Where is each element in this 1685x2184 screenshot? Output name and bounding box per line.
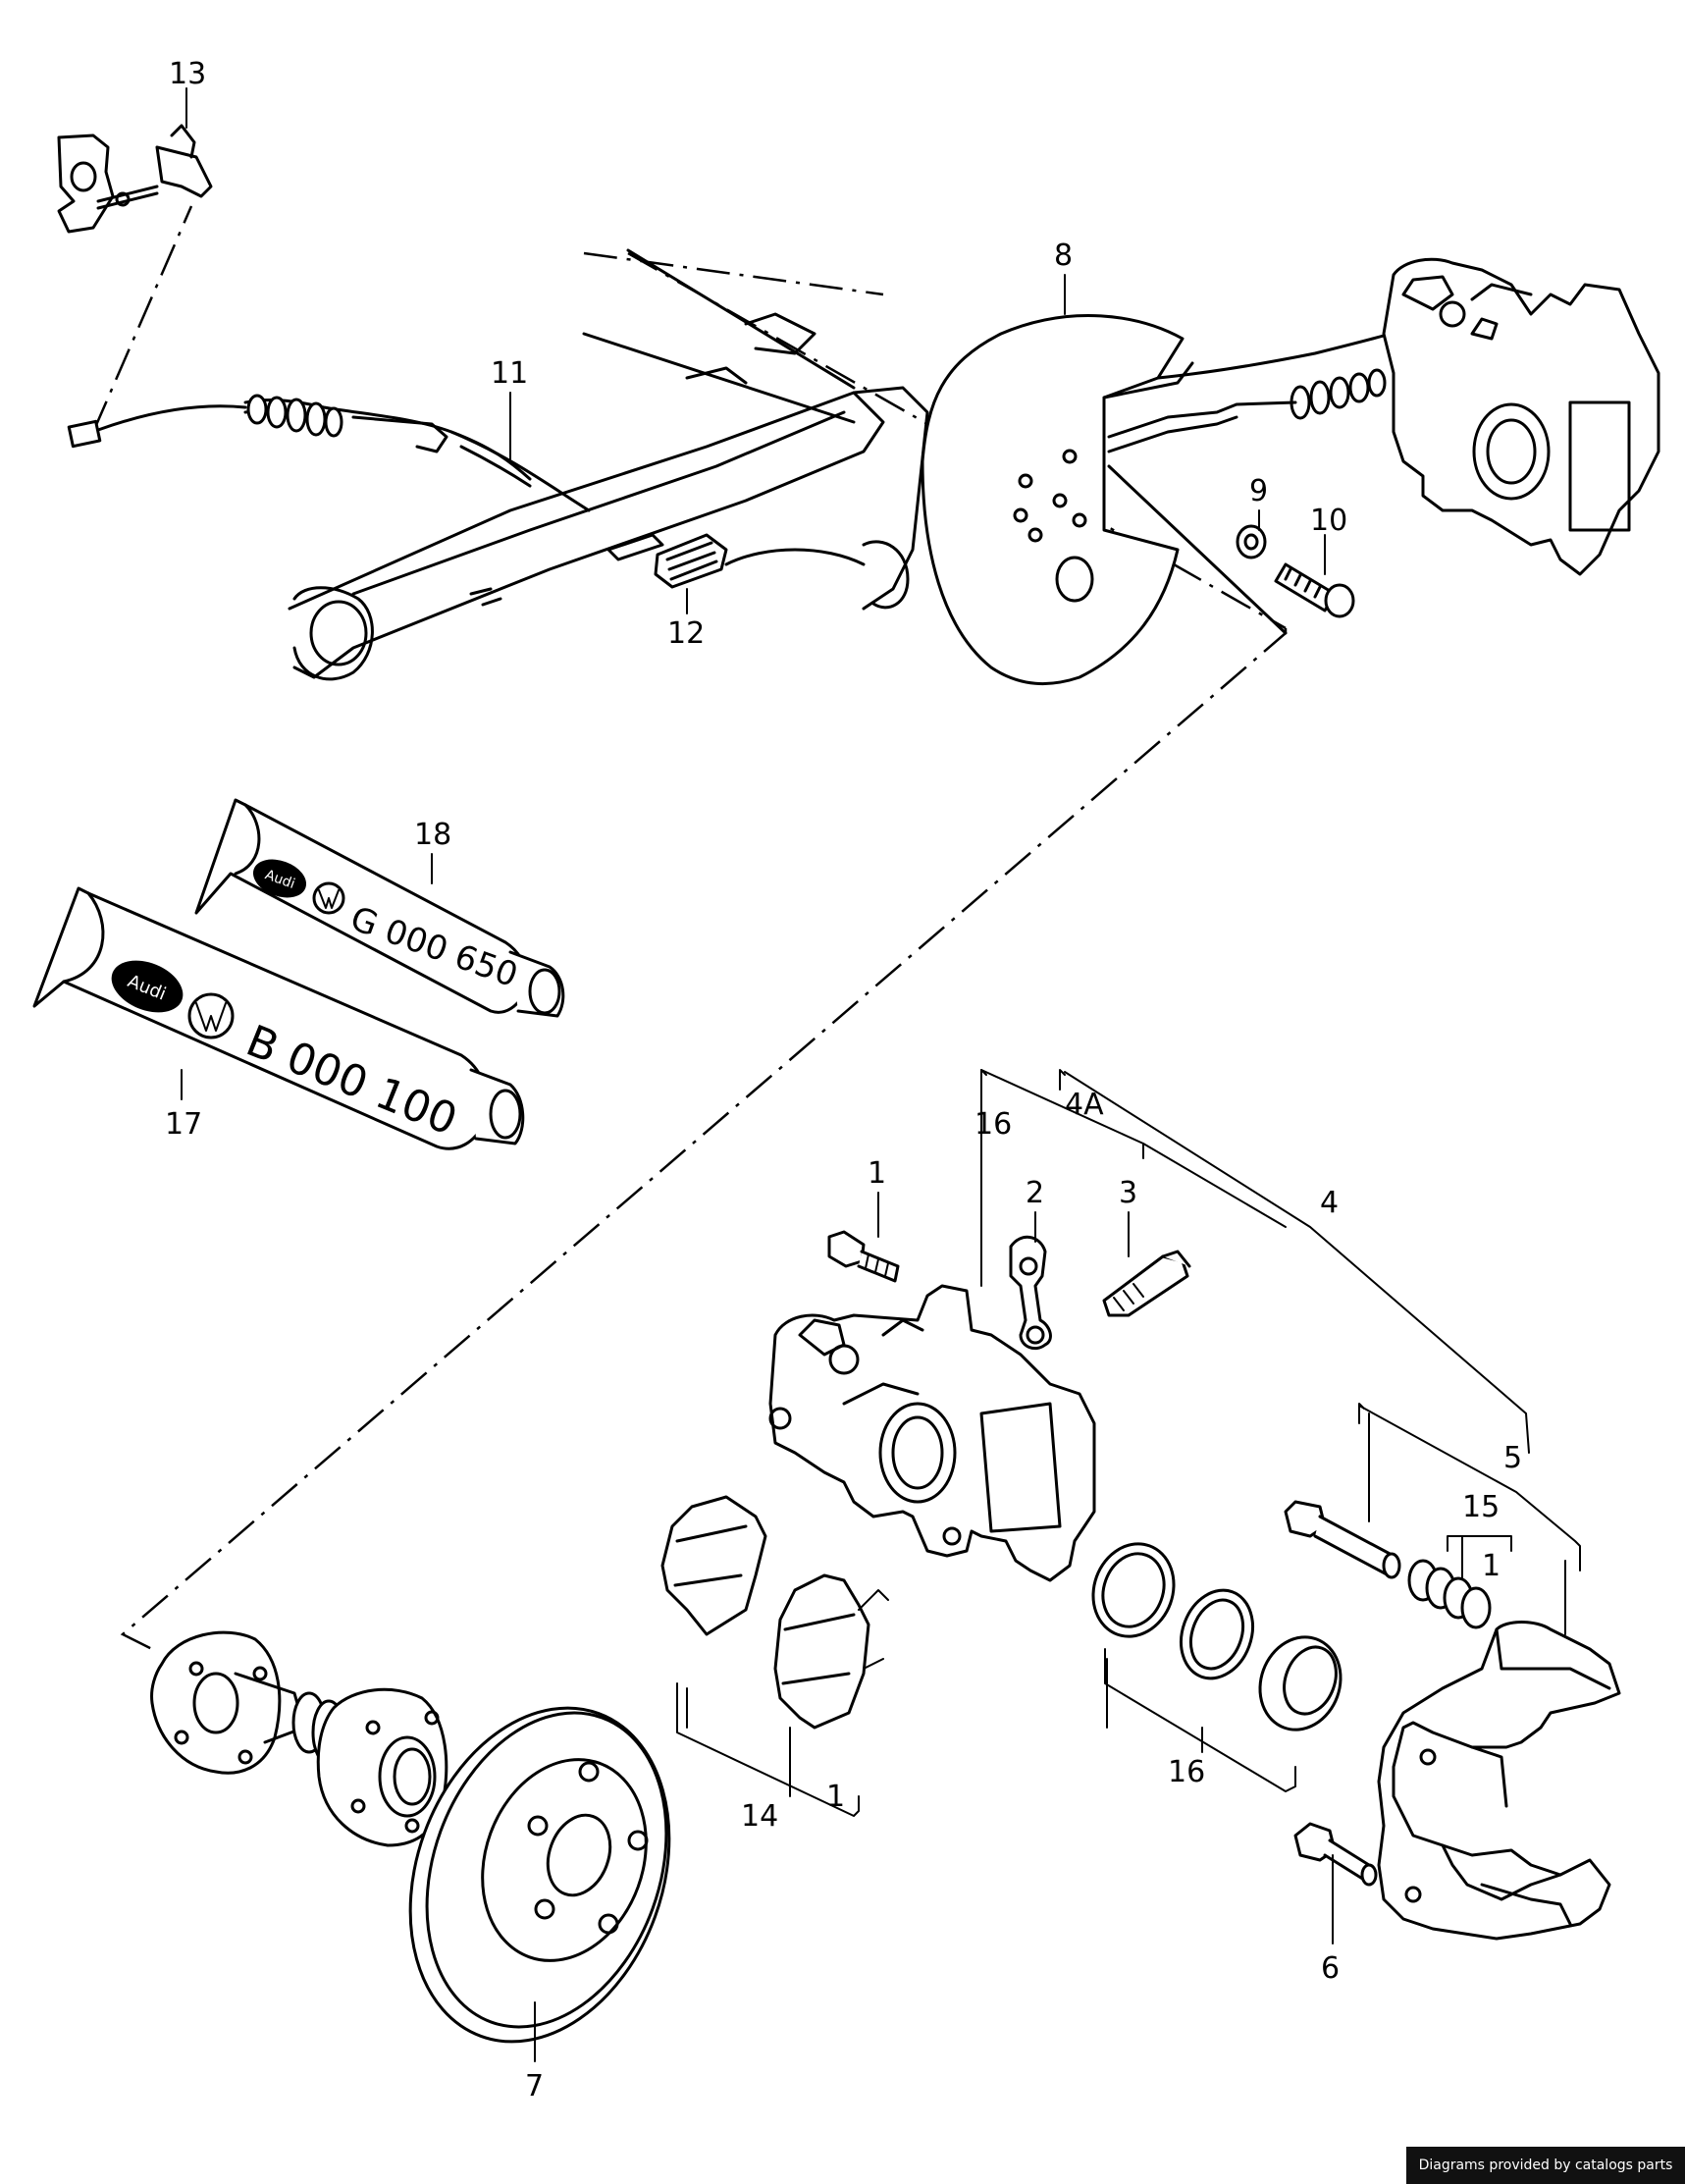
label-8: 8 — [1054, 239, 1073, 273]
bolt-1-top — [827, 1230, 900, 1283]
group-brackets — [676, 1069, 1581, 1817]
washer-9 — [1236, 524, 1267, 559]
vw-logo-small — [312, 881, 345, 915]
label-16-top: 16 — [974, 1107, 1012, 1142]
label-16-bottom: 16 — [1168, 1755, 1205, 1789]
label-11: 11 — [491, 356, 528, 391]
cable-bracket-13 — [57, 124, 213, 234]
backing-plate-8 — [921, 314, 1288, 686]
label-12: 12 — [667, 616, 705, 651]
label-6: 6 — [1321, 1951, 1340, 1986]
footer-credit: Diagrams provided by catalogs parts — [1406, 2147, 1685, 2184]
audi-logo-large — [111, 960, 184, 1013]
guide-sleeve-15 — [1407, 1559, 1492, 1629]
part-labels: 13 11 12 8 9 10 18 17 16 4A 1 2 3 4 5 15… — [165, 57, 1522, 2104]
brake-pad-1 — [773, 1573, 889, 1730]
label-3: 3 — [1119, 1176, 1137, 1210]
grommet-12 — [654, 533, 728, 589]
seal-ring-16 — [1091, 1542, 1176, 1638]
label-9: 9 — [1249, 474, 1268, 508]
label-15: 15 — [1462, 1490, 1500, 1524]
label-1-pad: 1 — [826, 1780, 845, 1814]
brake-pad-14 — [660, 1495, 767, 1636]
audi-logo-small — [252, 859, 307, 898]
cable-boot-right — [1290, 368, 1387, 420]
guide-bolt-5 — [1284, 1500, 1401, 1579]
label-2: 2 — [1026, 1176, 1044, 1210]
label-14: 14 — [741, 1799, 778, 1834]
vw-logo-large — [187, 992, 235, 1039]
bleeder-cap-2 — [1009, 1236, 1052, 1351]
label-13: 13 — [169, 57, 206, 91]
bolt-6 — [1293, 1822, 1378, 1887]
label-7: 7 — [525, 2069, 544, 2104]
label-4: 4 — [1320, 1186, 1339, 1220]
label-18: 18 — [414, 818, 451, 852]
label-17: 17 — [165, 1107, 202, 1142]
wheel-hub — [150, 1630, 448, 1847]
bolt-10 — [1274, 562, 1355, 618]
label-1-top: 1 — [868, 1156, 886, 1191]
caliper-top — [1382, 257, 1660, 576]
label-4a: 4A — [1065, 1088, 1104, 1122]
label-1-sleeve: 1 — [1482, 1549, 1501, 1583]
cable-boot — [246, 394, 343, 438]
label-5: 5 — [1503, 1441, 1522, 1475]
dust-boot-16 — [1258, 1635, 1343, 1731]
caliper-body — [768, 1284, 1096, 1582]
handbrake-cable-11 — [67, 322, 1425, 512]
brake-disc-7 — [408, 1706, 671, 2044]
label-10: 10 — [1310, 504, 1347, 538]
bleeder-valve-3 — [1102, 1250, 1191, 1317]
leader-lines — [181, 87, 1334, 2043]
caliper-carrier-4 — [1377, 1621, 1621, 1941]
rear-axle-beam — [288, 248, 929, 681]
seal-ring-16b — [1180, 1588, 1254, 1680]
